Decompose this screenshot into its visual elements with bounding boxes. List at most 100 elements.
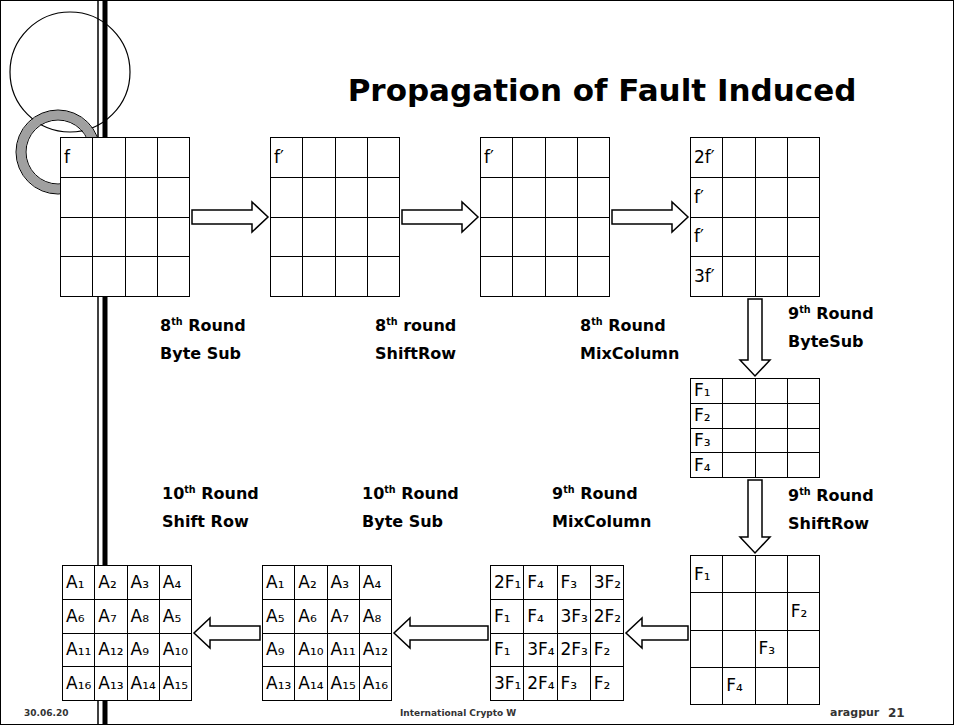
- state-cell: [513, 138, 544, 177]
- state-cell: F₂: [691, 404, 722, 428]
- state-cell: A₁₂: [95, 634, 126, 667]
- round-number: 9: [788, 486, 799, 505]
- state-cell: F₃: [558, 566, 590, 599]
- state-cell: [756, 178, 787, 217]
- state-cell: [303, 218, 334, 257]
- state-cell: [788, 178, 819, 217]
- state-cell: [578, 218, 609, 257]
- cell-value: F₁: [494, 641, 511, 658]
- state-cell: [61, 178, 92, 217]
- cell-value: F₄: [527, 574, 544, 591]
- state-cell: F₂: [591, 667, 623, 700]
- state-cell: [158, 138, 189, 177]
- cell-value: A₁₃: [98, 675, 123, 692]
- cell-value: f′: [694, 228, 704, 245]
- state-cell: f′: [481, 138, 512, 177]
- round-number: 9: [552, 484, 563, 503]
- state-cell: [723, 453, 754, 477]
- state-cell: [61, 257, 92, 296]
- round-number: 8: [160, 316, 171, 335]
- cell-value: A₁: [266, 574, 284, 591]
- state-cell: [756, 593, 787, 629]
- state-cell: [788, 453, 819, 477]
- cell-value: A₂: [98, 574, 116, 591]
- state-cell: F₁: [691, 556, 722, 592]
- state-cell: [546, 218, 577, 257]
- state-cell: [723, 429, 754, 453]
- cell-value: 2F₁: [494, 574, 521, 591]
- round-number: 8: [375, 316, 386, 335]
- transform-arrow: [394, 618, 488, 648]
- ordinal-suffix: th: [591, 316, 602, 327]
- cell-value: A₁₂: [98, 641, 123, 658]
- state-cell: [578, 138, 609, 177]
- state-cell: A₉: [128, 634, 159, 667]
- ordinal-suffix: th: [386, 316, 397, 327]
- state-cell: [271, 218, 302, 257]
- state-cell: [691, 631, 722, 667]
- state-matrix: F₁ F₂ F₃ F₄: [690, 378, 820, 478]
- state-cell: [368, 138, 399, 177]
- cell-value: A₉: [266, 641, 284, 658]
- state-cell: [126, 178, 157, 217]
- transform-arrow: [740, 299, 770, 376]
- state-cell: A₂: [295, 566, 326, 599]
- cell-value: A₆: [298, 608, 316, 625]
- state-cell: F₃: [558, 667, 590, 700]
- state-cell: [336, 218, 367, 257]
- state-cell: A₇: [328, 600, 359, 633]
- cell-value: A₅: [266, 608, 284, 625]
- state-cell: F₁: [691, 379, 722, 403]
- cell-value: A₁₂: [363, 641, 388, 658]
- state-cell: [723, 138, 754, 177]
- cell-value: A₁₁: [331, 641, 356, 658]
- state-cell: [93, 257, 124, 296]
- cell-value: F₄: [726, 677, 743, 694]
- transform-arrow: [740, 480, 770, 553]
- state-cell: [481, 257, 512, 296]
- state-cell: [788, 429, 819, 453]
- state-cell: A₁₃: [263, 667, 294, 700]
- cell-value: F₃: [694, 432, 711, 449]
- cell-value: A₈: [131, 608, 149, 625]
- step-label: 9th Round ByteSub: [788, 300, 912, 356]
- state-cell: A₄: [160, 566, 191, 599]
- state-cell: [756, 404, 787, 428]
- cell-value: F₄: [694, 457, 711, 474]
- state-cell: 3f′: [691, 257, 722, 296]
- state-cell: A₄: [360, 566, 391, 599]
- state-cell: [691, 668, 722, 704]
- cell-value: f′: [694, 189, 704, 206]
- step-label: 9th Round ShiftRow: [788, 482, 912, 538]
- state-cell: [126, 257, 157, 296]
- state-cell: A₁₀: [295, 634, 326, 667]
- state-cell: 3F₂: [591, 566, 623, 599]
- state-cell: A₅: [160, 600, 191, 633]
- cell-value: 3F₁: [494, 675, 521, 692]
- state-cell: [788, 556, 819, 592]
- state-cell: [271, 178, 302, 217]
- state-cell: A₂: [95, 566, 126, 599]
- state-cell: [788, 138, 819, 177]
- round-number: 9: [788, 304, 799, 323]
- state-cell: A₃: [128, 566, 159, 599]
- state-cell: [756, 556, 787, 592]
- cell-value: A₁₄: [298, 675, 323, 692]
- ordinal-suffix: th: [171, 316, 182, 327]
- state-cell: [368, 218, 399, 257]
- state-matrix: 2f′f′f′3f′: [690, 137, 820, 297]
- state-cell: [481, 178, 512, 217]
- state-matrix: A₁A₂A₃A₄A₅A₆A₇A₈A₉A₁₀A₁₁A₁₂A₁₃A₁₄A₁₅A₁₆: [262, 565, 392, 701]
- state-cell: [93, 218, 124, 257]
- cell-value: F₁: [694, 382, 711, 399]
- ordinal-suffix: th: [384, 484, 395, 495]
- state-cell: A₁: [263, 566, 294, 599]
- step-label: 10th Round Byte Sub: [362, 480, 486, 536]
- state-cell: A₈: [360, 600, 391, 633]
- cell-value: F₁: [494, 608, 511, 625]
- state-cell: A₆: [295, 600, 326, 633]
- cell-value: A₆: [66, 608, 84, 625]
- state-cell: [61, 218, 92, 257]
- cell-value: A₁₀: [163, 641, 188, 658]
- state-cell: 2F₃: [558, 634, 590, 667]
